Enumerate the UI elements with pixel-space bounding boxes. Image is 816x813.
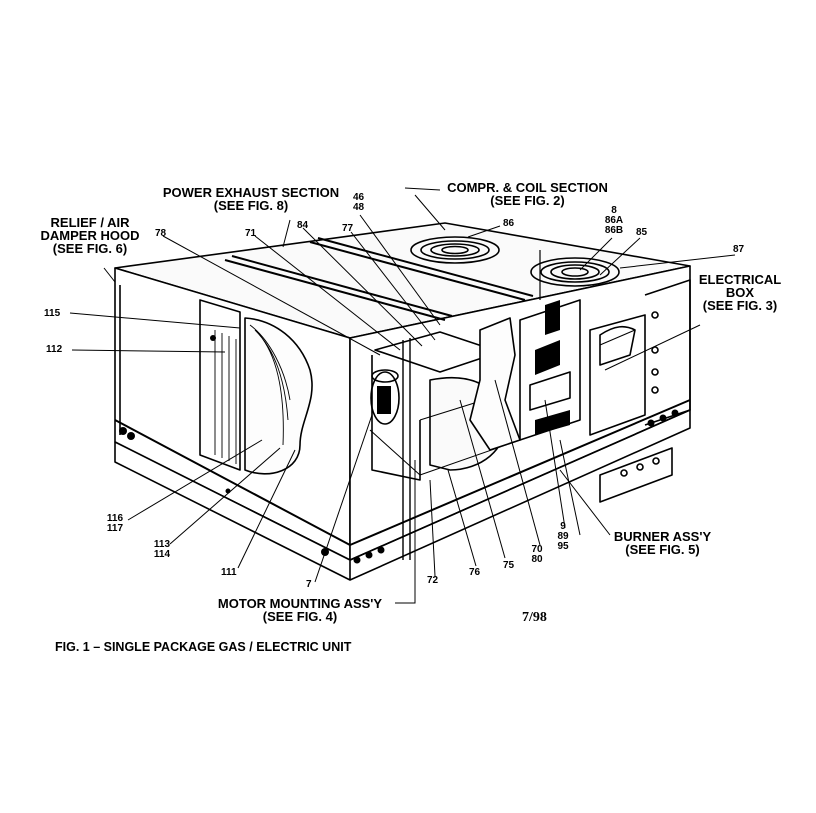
callout-87: 87 — [733, 244, 745, 255]
callout-48: 48 — [353, 202, 365, 213]
callout-72: 72 — [427, 575, 439, 586]
power-exhaust-line1: POWER EXHAUST SECTION — [162, 185, 340, 200]
callout-80: 80 — [531, 554, 543, 565]
callout-78: 78 — [155, 228, 167, 239]
motor-mounting-line1: MOTOR MOUNTING ASS'Y — [217, 596, 383, 611]
burner-line1: BURNER ASS'Y — [613, 529, 712, 544]
callout-113: 113 — [153, 539, 171, 550]
callout-117: 117 — [106, 523, 124, 534]
electrical-box-label: ELECTRICAL BOX (SEE FIG. 3) — [690, 273, 790, 312]
condenser-fan-86 — [410, 236, 500, 264]
relief-hood-line3: (SEE FIG. 6) — [52, 241, 128, 256]
motor-mounting-line2: (SEE FIG. 4) — [262, 609, 338, 624]
electrical-box-line3: (SEE FIG. 3) — [702, 298, 778, 313]
callout-46-48: 46 48 — [353, 193, 364, 213]
callout-76: 76 — [469, 567, 481, 578]
leader-power-exhaust — [282, 219, 291, 248]
compr-coil-line2: (SEE FIG. 2) — [490, 193, 565, 208]
callout-70-80: 70 80 — [527, 545, 547, 565]
power-exhaust-section-label: POWER EXHAUST SECTION (SEE FIG. 8) — [156, 186, 346, 212]
callout-114: 114 — [153, 549, 171, 560]
electrical-box-line1: ELECTRICAL — [698, 272, 782, 287]
callout-70: 70 — [531, 544, 543, 555]
callout-9: 9 — [560, 521, 566, 532]
base-rail — [114, 399, 691, 546]
blower-motor — [370, 371, 400, 425]
callout-71: 71 — [245, 228, 257, 239]
electrical-box-door — [589, 314, 646, 436]
callout-95: 95 — [557, 541, 569, 552]
callout-86a: 86A — [604, 215, 624, 226]
callout-7: 7 — [306, 579, 312, 590]
callout-116-117: 116 117 — [103, 514, 127, 534]
callout-86b: 86B — [604, 225, 624, 236]
blower-section — [371, 355, 421, 481]
callout-77: 77 — [342, 223, 354, 234]
callout-85: 85 — [636, 227, 648, 238]
loose-panel — [599, 447, 673, 503]
relief-hood-line2: DAMPER HOOD — [40, 228, 140, 243]
compr-coil-section-label: COMPR. & COIL SECTION (SEE FIG. 2) — [440, 181, 615, 207]
callout-112: 112 — [46, 344, 63, 355]
callout-75: 75 — [503, 560, 515, 571]
callout-89: 89 — [557, 531, 569, 542]
date-code: 7/98 — [522, 610, 547, 625]
figure-caption: FIG. 1 – SINGLE PACKAGE GAS / ELECTRIC U… — [55, 640, 352, 654]
compr-coil-line1: COMPR. & COIL SECTION — [447, 180, 608, 195]
condenser-fan-86a — [530, 257, 620, 287]
electrical-box-line2: BOX — [725, 285, 755, 300]
motor-mounting-label: MOTOR MOUNTING ASS'Y (SEE FIG. 4) — [210, 597, 390, 623]
relief-hood-label: RELIEF / AIR DAMPER HOOD (SEE FIG. 6) — [35, 216, 145, 255]
callout-111: 111 — [221, 567, 237, 578]
relief-hood-line1: RELIEF / AIR — [50, 215, 130, 230]
callout-113-114: 113 114 — [150, 540, 174, 560]
relief-opening — [199, 299, 241, 471]
coil-cutaway — [244, 317, 313, 475]
callout-8-86a-86b: 8 86A 86B — [602, 206, 626, 236]
leader-compr-coil — [404, 187, 446, 231]
callout-86: 86 — [503, 218, 515, 229]
burner-line2: (SEE FIG. 5) — [625, 542, 700, 557]
roof-rail — [224, 255, 453, 321]
burner-assy-label: BURNER ASS'Y (SEE FIG. 5) — [605, 530, 720, 556]
callout-9-89-95: 9 89 95 — [553, 522, 573, 552]
callout-84: 84 — [297, 220, 309, 231]
callout-46: 46 — [353, 192, 365, 203]
callout-116: 116 — [106, 513, 124, 524]
power-exhaust-line2: (SEE FIG. 8) — [213, 198, 289, 213]
callout-8: 8 — [611, 205, 617, 216]
callout-115: 115 — [44, 308, 61, 319]
